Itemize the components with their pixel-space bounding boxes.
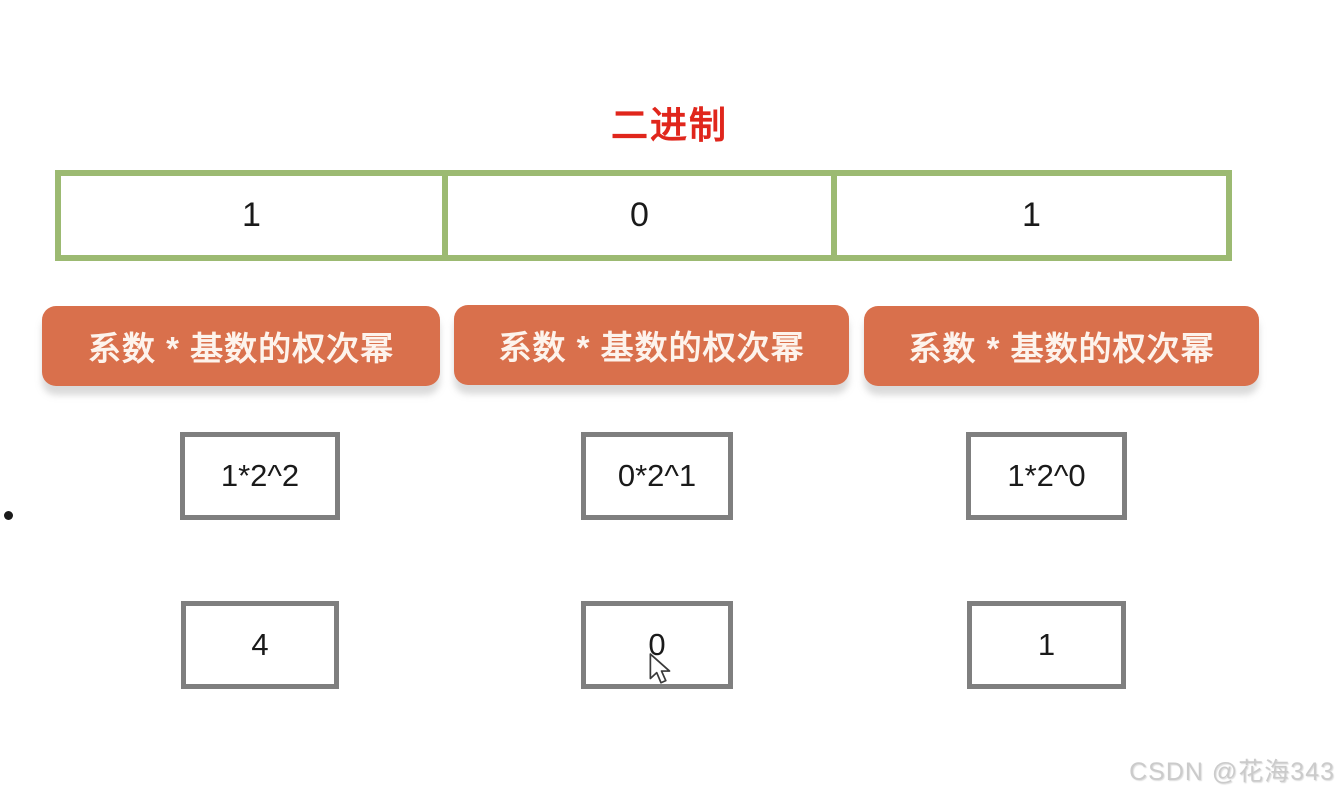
- formula-button-1: 系数 * 基数的权次幂: [42, 306, 440, 386]
- formula-button-2: 系数 * 基数的权次幂: [454, 305, 849, 385]
- result-box-3: 1: [967, 601, 1126, 689]
- binary-digit-cell-1: 1: [55, 170, 448, 261]
- expression-box-3: 1*2^0: [966, 432, 1127, 520]
- binary-digit-cell-2: 0: [442, 170, 837, 261]
- formula-button-3: 系数 * 基数的权次幂: [864, 306, 1259, 386]
- binary-digit-row: 1 0 1: [55, 170, 1232, 261]
- mouse-cursor-icon: [649, 653, 671, 684]
- page-title: 二进制: [611, 105, 728, 146]
- stray-dot: [4, 511, 13, 520]
- expression-box-2: 0*2^1: [581, 432, 733, 520]
- result-box-1: 4: [181, 601, 339, 689]
- binary-digit-cell-3: 1: [831, 170, 1232, 261]
- expression-box-1: 1*2^2: [180, 432, 340, 520]
- csdn-watermark: CSDN @花海343: [1129, 758, 1335, 786]
